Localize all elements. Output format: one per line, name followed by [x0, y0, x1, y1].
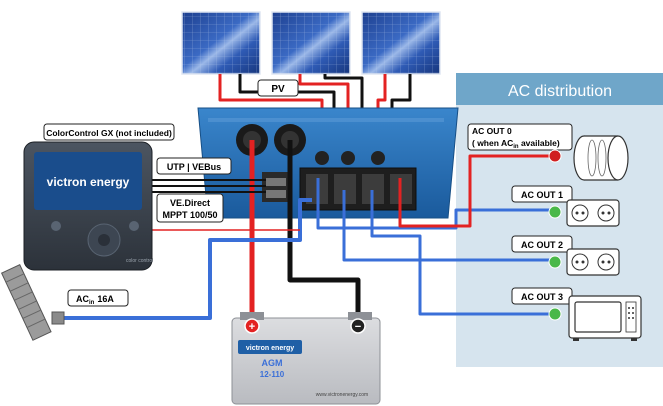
vedirect-label: VE.Direct MPPT 100/50: [156, 193, 224, 223]
ac-out-2-wire: [342, 190, 555, 262]
ac-out-3-wire: [370, 190, 555, 316]
ac-out-0-wire: [398, 154, 555, 228]
ac-wiring: [62, 154, 555, 320]
ac-out-1-terminal: [548, 205, 562, 219]
svg-text:( when ACin available): ( when ACin available): [472, 138, 560, 150]
ac-in-wire: [62, 198, 312, 320]
svg-text:victron energy: victron energy: [246, 345, 294, 352]
svg-text:ColorControl GX (not included): ColorControl GX (not included): [46, 128, 172, 138]
cc-model: color control: [126, 258, 153, 264]
svg-text:AC OUT 1: AC OUT 1: [521, 190, 563, 200]
battery-brand-strip: [238, 340, 302, 354]
solar-panel-2: [271, 11, 351, 75]
pv-gland-3: [371, 151, 385, 165]
svg-text:MPPT 100/50: MPPT 100/50: [162, 210, 217, 220]
ac-out-1-wire: [316, 178, 555, 230]
utp-label: UTP | VEBus: [156, 157, 232, 175]
ac-out-3-terminal: [548, 307, 562, 321]
ac-out-0-label-box: [467, 123, 573, 151]
battery-positive-terminal: [244, 318, 260, 334]
ac-out-0: AC OUT 0 ( when ACin available): [467, 123, 629, 181]
cc-screen: [34, 152, 142, 210]
colorcontrol-label: ColorControl GX (not included): [43, 123, 175, 141]
comm-cables: [150, 179, 300, 231]
ac-panel-title: AC distribution: [508, 83, 612, 100]
cc-brand: victron energy: [47, 175, 130, 189]
svg-text:AC OUT 3: AC OUT 3: [521, 292, 563, 302]
ac-out-1: AC OUT 1: [511, 185, 620, 227]
solar-panel-3: [361, 11, 441, 75]
double-socket-icon: [566, 248, 620, 276]
ac-out-2-terminal: [548, 255, 562, 269]
svg-text:−: −: [355, 321, 361, 333]
svg-text:+: +: [249, 321, 255, 333]
svg-text:AC OUT 0: AC OUT 0: [472, 126, 512, 136]
battery-negative-cable: [287, 140, 361, 326]
svg-text:12-110: 12-110: [260, 370, 285, 379]
svg-text:VE.Direct: VE.Direct: [170, 198, 210, 208]
ac-out-0-terminal: [548, 149, 562, 163]
ac-input-plug: [0, 264, 65, 341]
battery-negative-terminal: [350, 318, 366, 334]
svg-text:www.victronenergy.com: www.victronenergy.com: [316, 392, 368, 398]
water-heater-icon: [573, 135, 629, 181]
svg-text:AGM: AGM: [262, 358, 283, 368]
easysolar-unit: [197, 107, 459, 219]
agm-battery: + − victron energy AGM 12-110 www.victro…: [231, 312, 381, 405]
cc-button-right: [129, 221, 139, 231]
ac-panel-header: [456, 73, 663, 105]
battery-cables: [249, 140, 361, 326]
double-socket-icon: [566, 199, 620, 227]
ac-out-3: AC OUT 3: [511, 287, 642, 341]
pv-label: PV: [257, 79, 299, 97]
svg-text:UTP | VEBus: UTP | VEBus: [167, 162, 221, 172]
pv-gland-1: [315, 151, 329, 165]
ac-out-2: AC OUT 2: [511, 235, 620, 276]
solar-panel-1: [181, 11, 261, 75]
svg-text:AC OUT 2: AC OUT 2: [521, 240, 563, 250]
svg-text:PV: PV: [271, 84, 285, 95]
solar-panels: [181, 11, 441, 75]
microwave-icon: [568, 295, 642, 341]
pv-gland-2: [341, 151, 355, 165]
colorcontrol-gx: victron energy color control: [23, 141, 153, 271]
cc-button-left: [51, 221, 61, 231]
